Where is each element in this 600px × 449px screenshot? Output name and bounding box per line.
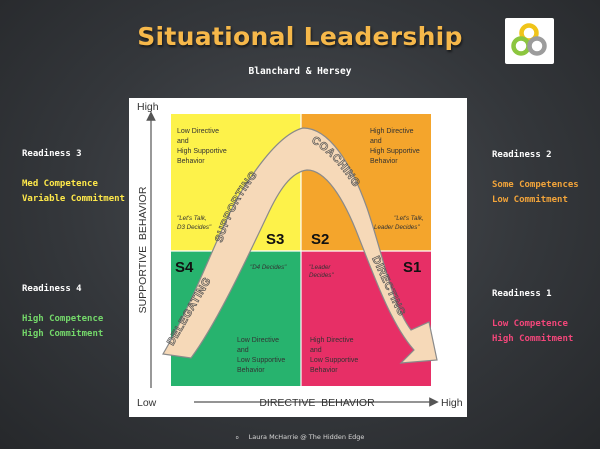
diagram-svg: High SUPPORTIVE BEHAVIOR Low DIRECTIVE B… — [137, 101, 463, 409]
readiness-4-title: Readiness 4 — [22, 284, 82, 294]
readiness-3-title: Readiness 3 — [22, 149, 82, 159]
s3-desc-1: Low Directive — [177, 128, 219, 135]
footer-bullet: o — [235, 435, 239, 441]
s4-desc-3: Low Supportive — [237, 357, 285, 364]
s1-desc-1: High Directive — [310, 337, 354, 344]
quadrant-code-s4: S4 — [175, 259, 194, 276]
readiness-3-competence: Med Competence — [22, 179, 98, 189]
s4-desc-2: and — [237, 347, 249, 354]
quadrant-code-s3: S3 — [266, 231, 284, 248]
readiness-2-commitment: Low Commitment — [492, 195, 568, 205]
readiness-2-title: Readiness 2 — [492, 150, 552, 160]
s2-quote-1: "Let's Talk, — [394, 215, 424, 222]
s3-desc-2: and — [177, 138, 189, 145]
s4-desc-1: Low Directive — [237, 337, 279, 344]
quadrant-s1 — [301, 251, 431, 386]
x-axis-low-label: Low — [137, 397, 157, 409]
readiness-1-competence: Low Competence — [492, 319, 568, 329]
s4-desc-4: Behavior — [237, 367, 265, 374]
interlocking-rings-logo-icon — [511, 23, 547, 56]
readiness-2-block: Readiness 2 Some Competences Low Commitm… — [492, 148, 579, 208]
s2-desc-4: Behavior — [370, 158, 398, 165]
x-axis-title: DIRECTIVE BEHAVIOR — [259, 397, 375, 409]
s3-quote-2: D3 Decides" — [177, 224, 212, 231]
s1-desc-4: Behavior — [310, 367, 338, 374]
readiness-1-title: Readiness 1 — [492, 289, 552, 299]
y-axis-high-label: High — [137, 101, 159, 113]
readiness-1-block: Readiness 1 Low Competence High Commitme… — [492, 287, 573, 347]
s3-quote-1: "Let's Talk, — [177, 215, 207, 222]
readiness-4-competence: High Competence — [22, 314, 104, 324]
leadership-curve-band — [162, 127, 438, 364]
readiness-3-commitment: Variable Commitment — [22, 194, 125, 204]
footer-text: Laura McHarrie @ The Hidden Edge — [248, 433, 365, 441]
x-axis-high-label: High — [441, 397, 463, 409]
readiness-3-block: Readiness 3 Med Competence Variable Comm… — [22, 147, 125, 207]
leadership-diagram: High SUPPORTIVE BEHAVIOR Low DIRECTIVE B… — [129, 98, 467, 417]
readiness-1-commitment: High Commitment — [492, 334, 574, 344]
logo — [505, 18, 554, 64]
s1-desc-3: Low Supportive — [310, 357, 358, 364]
s1-desc-2: and — [310, 347, 322, 354]
readiness-4-block: Readiness 4 High Competence High Commitm… — [22, 282, 103, 342]
y-axis-title: SUPPORTIVE BEHAVIOR — [137, 186, 149, 313]
footer-credit: o Laura McHarrie @ The Hidden Edge — [0, 433, 600, 441]
readiness-2-competence: Some Competences — [492, 180, 579, 190]
s1-quote-1: "Leader — [309, 264, 331, 271]
s3-desc-4: Behavior — [177, 158, 205, 165]
s2-desc-1: High Directive — [370, 128, 414, 135]
quadrant-code-s1: S1 — [403, 259, 421, 276]
quadrant-code-s2: S2 — [311, 231, 329, 248]
page-title: Situational Leadership — [137, 22, 463, 51]
s2-desc-2: and — [370, 138, 382, 145]
page-subtitle: Blanchard & Hersey — [248, 66, 352, 77]
s2-desc-3: High Supportive — [370, 148, 420, 155]
s2-quote-2: Leader Decides" — [374, 224, 420, 231]
s3-desc-3: High Supportive — [177, 148, 227, 155]
s4-quote: "D4 Decides" — [250, 264, 287, 271]
readiness-4-commitment: High Commitment — [22, 329, 104, 339]
s1-quote-2: Decides" — [309, 272, 334, 279]
